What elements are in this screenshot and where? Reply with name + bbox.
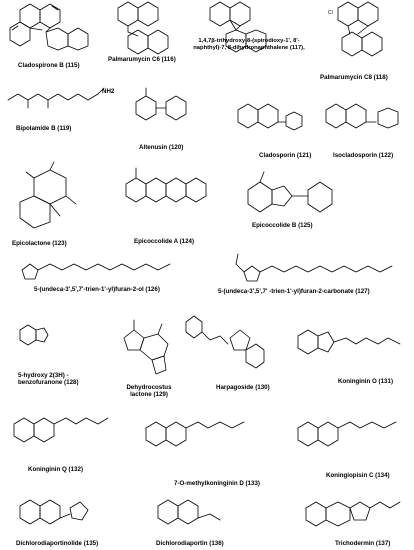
compound-label: Koningiopisin C (134) (326, 472, 390, 479)
compound-label: 5-(undeca-3',5',7' -trien-1'-yl)furan-2-… (218, 288, 370, 295)
structure-116 (117, 1, 169, 55)
structure-119 (7, 87, 105, 109)
structure-131 (297, 329, 401, 355)
compound-label: Palmarumycin C8 (118) (320, 74, 388, 81)
structure-134 (297, 421, 397, 447)
structure-125 (247, 171, 333, 213)
compound-label: Harpagoside (130) (216, 384, 270, 391)
structure-120 (135, 87, 187, 121)
compound-label: Koninginin O (131) (338, 378, 393, 385)
compound-label: Dichlorodiaportinolide (135) (16, 540, 99, 547)
compound-label: 5-hydroxy 2(3H) -benzofuranone (128) (18, 372, 79, 386)
structure-121 (237, 103, 303, 131)
compound-label: Epicoccolide B (125) (252, 222, 313, 229)
compound-label: 5-(undeca-3',5',7'-trien-1'-yl)furan-2-o… (34, 286, 160, 293)
structure-123 (19, 161, 77, 229)
structure-122 (325, 103, 399, 129)
compound-label: Cladosporin (121) (259, 152, 312, 159)
structure-127 (235, 253, 393, 282)
compound-label: Palmarumycin C6 (116) (108, 56, 176, 63)
compound-label: Altenusin (120) (139, 144, 184, 151)
structure-132 (13, 417, 109, 443)
compound-label: Dehydrocostus lactone (129) (126, 384, 172, 398)
compound-label: Koninginin Q (132) (28, 466, 83, 473)
compound-label: Bipolamide B (119) (16, 125, 72, 132)
compound-label: Epicolactone (123) (12, 240, 67, 247)
structure-124 (125, 167, 207, 203)
structure-115 (9, 3, 89, 51)
structure-129 (123, 319, 169, 375)
compound-label: 7-O-methylkoninginin D (133) (174, 480, 260, 487)
structure-133 (145, 421, 245, 447)
compound-label: Trichodermin (137) (335, 540, 391, 547)
compound-label: Epicoccolide A (124) (134, 238, 195, 245)
structure-118: Cl (328, 1, 383, 57)
structure-135 (19, 499, 89, 525)
structure-117 (209, 1, 267, 53)
structure-126 (21, 263, 171, 280)
structure-137 (305, 501, 401, 527)
structure-136 (157, 499, 221, 525)
compound-label: 1,4,7β-trihydroxy-8-(spirodioxy-1', 8'-n… (193, 38, 305, 51)
structure-130 (185, 315, 265, 369)
compound-label: Isocladosporin (122) (333, 152, 394, 159)
compound-label: Dichlorodiaportin (136) (156, 540, 224, 547)
compound-label: Cladospirone B (115) (18, 62, 80, 69)
structure-128 (19, 324, 49, 346)
amide-group: NH2 (102, 88, 115, 95)
chlorine-atom: Cl (328, 10, 333, 16)
